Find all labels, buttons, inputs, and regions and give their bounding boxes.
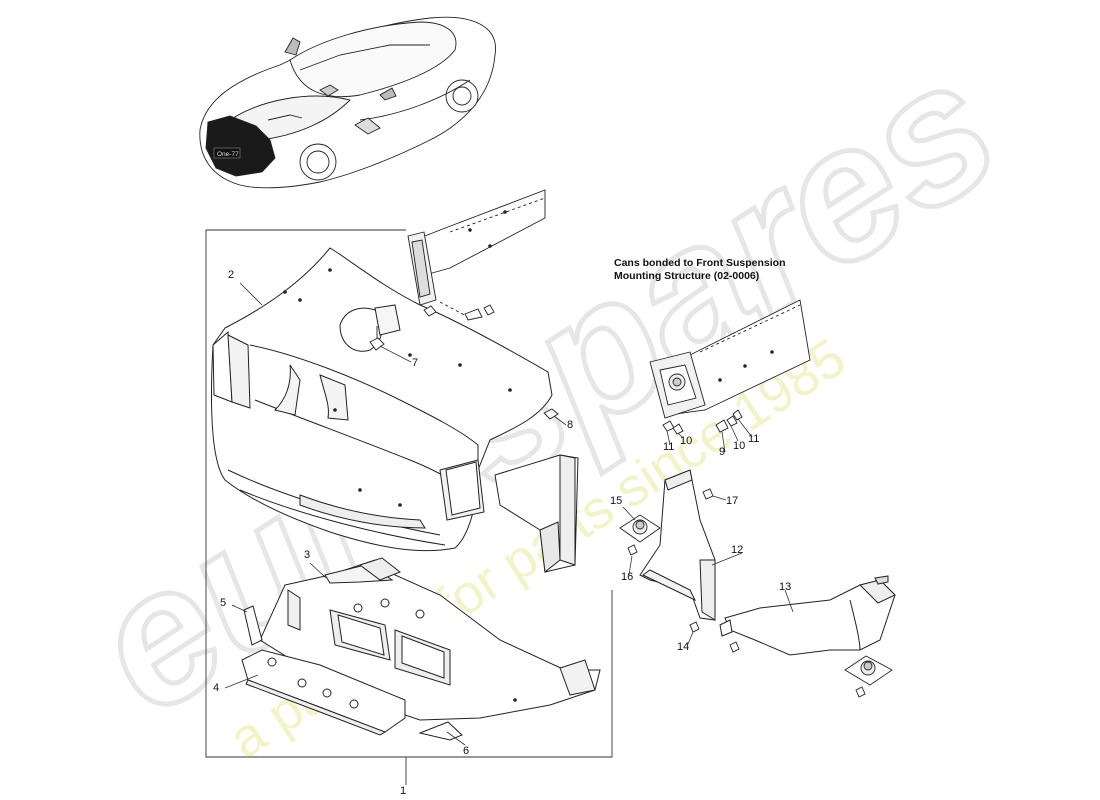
part-duct-12	[639, 469, 716, 621]
part-duct-13	[719, 575, 896, 656]
car-plate: One-77	[217, 151, 239, 158]
leader-lines	[224, 282, 794, 746]
callout-17: 17	[726, 495, 739, 507]
bonding-note-line1: Cans bonded to Front Suspension	[614, 257, 786, 269]
part-front-structure	[210, 247, 579, 573]
callout-16: 16	[621, 571, 634, 583]
callout-4: 4	[213, 682, 220, 694]
assembly-bracket	[205, 229, 613, 785]
part-mounting-structure-upper	[407, 189, 546, 321]
callout-9: 9	[719, 446, 726, 458]
bonding-note: Cans bonded to Front Suspension Mounting…	[614, 257, 786, 283]
part-flap-5	[243, 605, 263, 646]
bonding-note-line2: Mounting Structure (02-0006)	[614, 270, 760, 282]
part-bolt-7	[369, 326, 385, 351]
part-nut-8	[543, 408, 559, 420]
callout-7: 7	[412, 357, 419, 369]
callout-2: 2	[228, 269, 235, 281]
callout-1: 1	[400, 785, 407, 797]
callout-15: 15	[610, 495, 623, 507]
callout-8: 8	[567, 419, 574, 431]
callout-3: 3	[304, 549, 311, 561]
callout-10a: 10	[680, 435, 693, 447]
part-mounting-structure-lower	[649, 299, 811, 435]
car-overview: One-77	[199, 16, 496, 189]
callout-11b: 11	[748, 433, 760, 445]
small-fasteners	[689, 488, 866, 698]
part-corner-6	[418, 721, 463, 741]
callout-12: 12	[731, 544, 744, 556]
callout-10b: 10	[733, 440, 746, 452]
callout-13: 13	[779, 581, 792, 593]
part-splitter-lip	[241, 649, 406, 736]
part-grommet-15	[619, 514, 661, 556]
callout-11a: 11	[663, 441, 675, 453]
callout-6: 6	[463, 745, 470, 757]
callout-5: 5	[220, 597, 227, 609]
part-grommet-lower	[844, 655, 893, 686]
callout-14: 14	[677, 641, 690, 653]
